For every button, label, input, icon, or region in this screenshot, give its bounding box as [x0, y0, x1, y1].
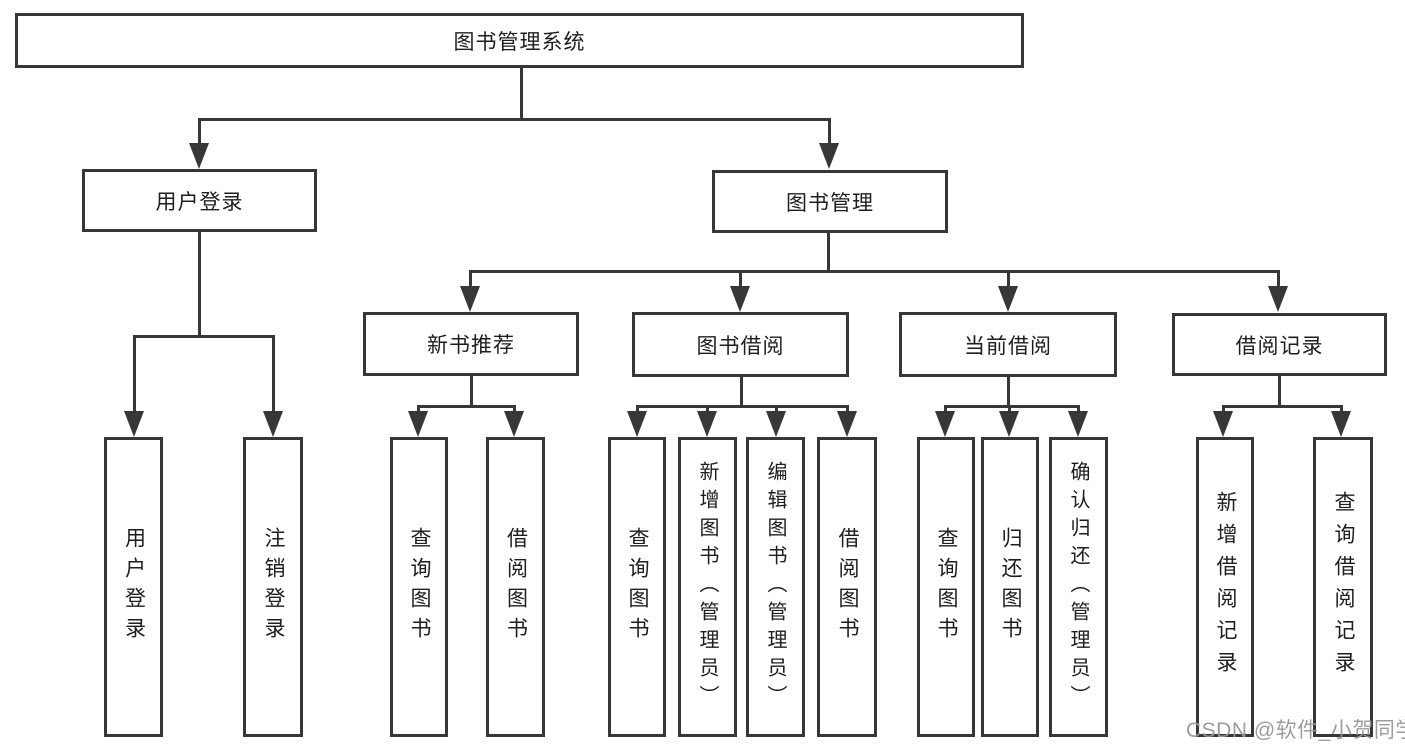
- arrowhead-down-icon: [766, 411, 786, 437]
- leaf-label: 查询图书: [626, 527, 649, 647]
- connector-stem: [846, 405, 849, 414]
- arrowhead-down-icon: [935, 411, 955, 437]
- node-current-borrowing: 当前借阅: [899, 312, 1117, 377]
- arrowhead-down-icon: [504, 411, 524, 437]
- leaf-label: 查询图书: [408, 527, 431, 647]
- leaf-logout: 注销登录: [243, 437, 303, 737]
- arrowhead-down-icon: [189, 143, 209, 169]
- connector-stem: [198, 231, 201, 337]
- csdn-watermark: CSDN @软件_小贺同学: [1186, 719, 1405, 742]
- connector-branch: [944, 405, 1080, 408]
- node-label: 用户登录: [155, 190, 244, 214]
- connector-stem: [272, 335, 275, 413]
- connector-branch: [636, 405, 848, 408]
- leaf-label: 借阅图书: [836, 527, 859, 647]
- connector-branch: [469, 270, 1280, 273]
- arrowhead-down-icon: [837, 411, 857, 437]
- node-borrow-records: 借阅记录: [1172, 313, 1387, 376]
- connector-stem: [775, 405, 778, 414]
- leaf-borrow-books: 借阅图书: [817, 437, 877, 737]
- leaf-label: 借阅图书: [504, 527, 528, 647]
- connector-stem: [198, 118, 201, 146]
- leaf-query-borrow-record: 查询借阅记录: [1313, 437, 1373, 737]
- leaf-label: 新增图书（管理员）: [696, 461, 718, 713]
- connector-stem: [1007, 377, 1010, 406]
- leaf-query-books: 查询图书: [390, 437, 448, 737]
- connector-stem: [944, 405, 947, 414]
- leaf-label: 归还图书: [999, 527, 1022, 647]
- connector-branch: [133, 335, 275, 338]
- node-book-borrowing: 图书借阅: [632, 312, 849, 377]
- arrowhead-down-icon: [697, 411, 717, 437]
- node-user-login: 用户登录: [82, 169, 317, 232]
- arrowhead-down-icon: [730, 286, 750, 312]
- connector-stem: [1007, 270, 1010, 288]
- arrowhead-down-icon: [1213, 411, 1233, 437]
- leaf-add-borrow-record: 新增借阅记录: [1196, 437, 1254, 737]
- connector-stem: [469, 270, 472, 288]
- arrowhead-down-icon: [408, 411, 428, 437]
- leaf-add-books-admin: 新增图书（管理员）: [678, 437, 737, 737]
- arrowhead-down-icon: [819, 143, 839, 169]
- connector-stem: [828, 118, 831, 146]
- leaf-user-login: 用户登录: [104, 437, 163, 737]
- connector-stem: [133, 335, 136, 413]
- leaf-query-books: 查询图书: [917, 437, 975, 737]
- connector-stem: [636, 405, 639, 414]
- arrowhead-down-icon: [998, 286, 1018, 312]
- leaf-borrow-books: 借阅图书: [486, 437, 545, 737]
- connector-stem: [1278, 376, 1281, 406]
- connector-branch: [1222, 405, 1343, 408]
- leaf-label: 查询图书: [935, 527, 958, 647]
- arrowhead-down-icon: [124, 411, 144, 437]
- node-book-management: 图书管理: [712, 170, 948, 233]
- connector-stem: [739, 270, 742, 288]
- node-library-management-system: 图书管理系统: [15, 13, 1024, 68]
- node-label: 图书管理: [786, 191, 874, 215]
- connector-stem: [1077, 405, 1080, 414]
- connector-branch: [417, 405, 516, 408]
- node-label: 图书管理系统: [453, 30, 586, 54]
- leaf-confirm-return-admin: 确认归还（管理员）: [1049, 437, 1108, 737]
- node-label: 图书借阅: [696, 334, 785, 358]
- arrowhead-down-icon: [1331, 411, 1351, 437]
- leaf-label: 查询借阅记录: [1332, 491, 1355, 683]
- arrowhead-down-icon: [1268, 286, 1288, 312]
- leaf-return-books: 归还图书: [981, 437, 1039, 737]
- arrowhead-down-icon: [1068, 411, 1088, 437]
- leaf-query-books: 查询图书: [608, 437, 666, 737]
- arrowhead-down-icon: [460, 286, 480, 312]
- connector-stem: [740, 377, 743, 406]
- connector-root-stem: [520, 67, 523, 119]
- leaf-label: 确认归还（管理员）: [1067, 461, 1089, 713]
- arrowhead-down-icon: [263, 411, 283, 437]
- connector-stem: [417, 405, 420, 414]
- node-label: 当前借阅: [964, 334, 1052, 358]
- node-new-book-recommend: 新书推荐: [363, 312, 579, 376]
- leaf-label: 编辑图书（管理员）: [764, 461, 786, 713]
- connector-root-branch: [198, 118, 831, 121]
- leaf-label: 注销登录: [262, 527, 285, 647]
- connector-stem: [1277, 270, 1280, 288]
- connector-stem: [1222, 405, 1225, 414]
- node-label: 新书推荐: [427, 334, 515, 357]
- node-label: 借阅记录: [1235, 334, 1324, 358]
- arrowhead-down-icon: [999, 411, 1019, 437]
- connector-stem: [513, 405, 516, 414]
- leaf-edit-books-admin: 编辑图书（管理员）: [746, 437, 805, 737]
- connector-stem: [827, 232, 830, 272]
- connector-stem: [1340, 405, 1343, 414]
- connector-stem: [706, 405, 709, 414]
- leaf-label: 新增借阅记录: [1214, 491, 1237, 683]
- connector-stem: [1008, 405, 1011, 414]
- connector-stem: [470, 376, 473, 406]
- leaf-label: 用户登录: [122, 527, 146, 647]
- arrowhead-down-icon: [627, 411, 647, 437]
